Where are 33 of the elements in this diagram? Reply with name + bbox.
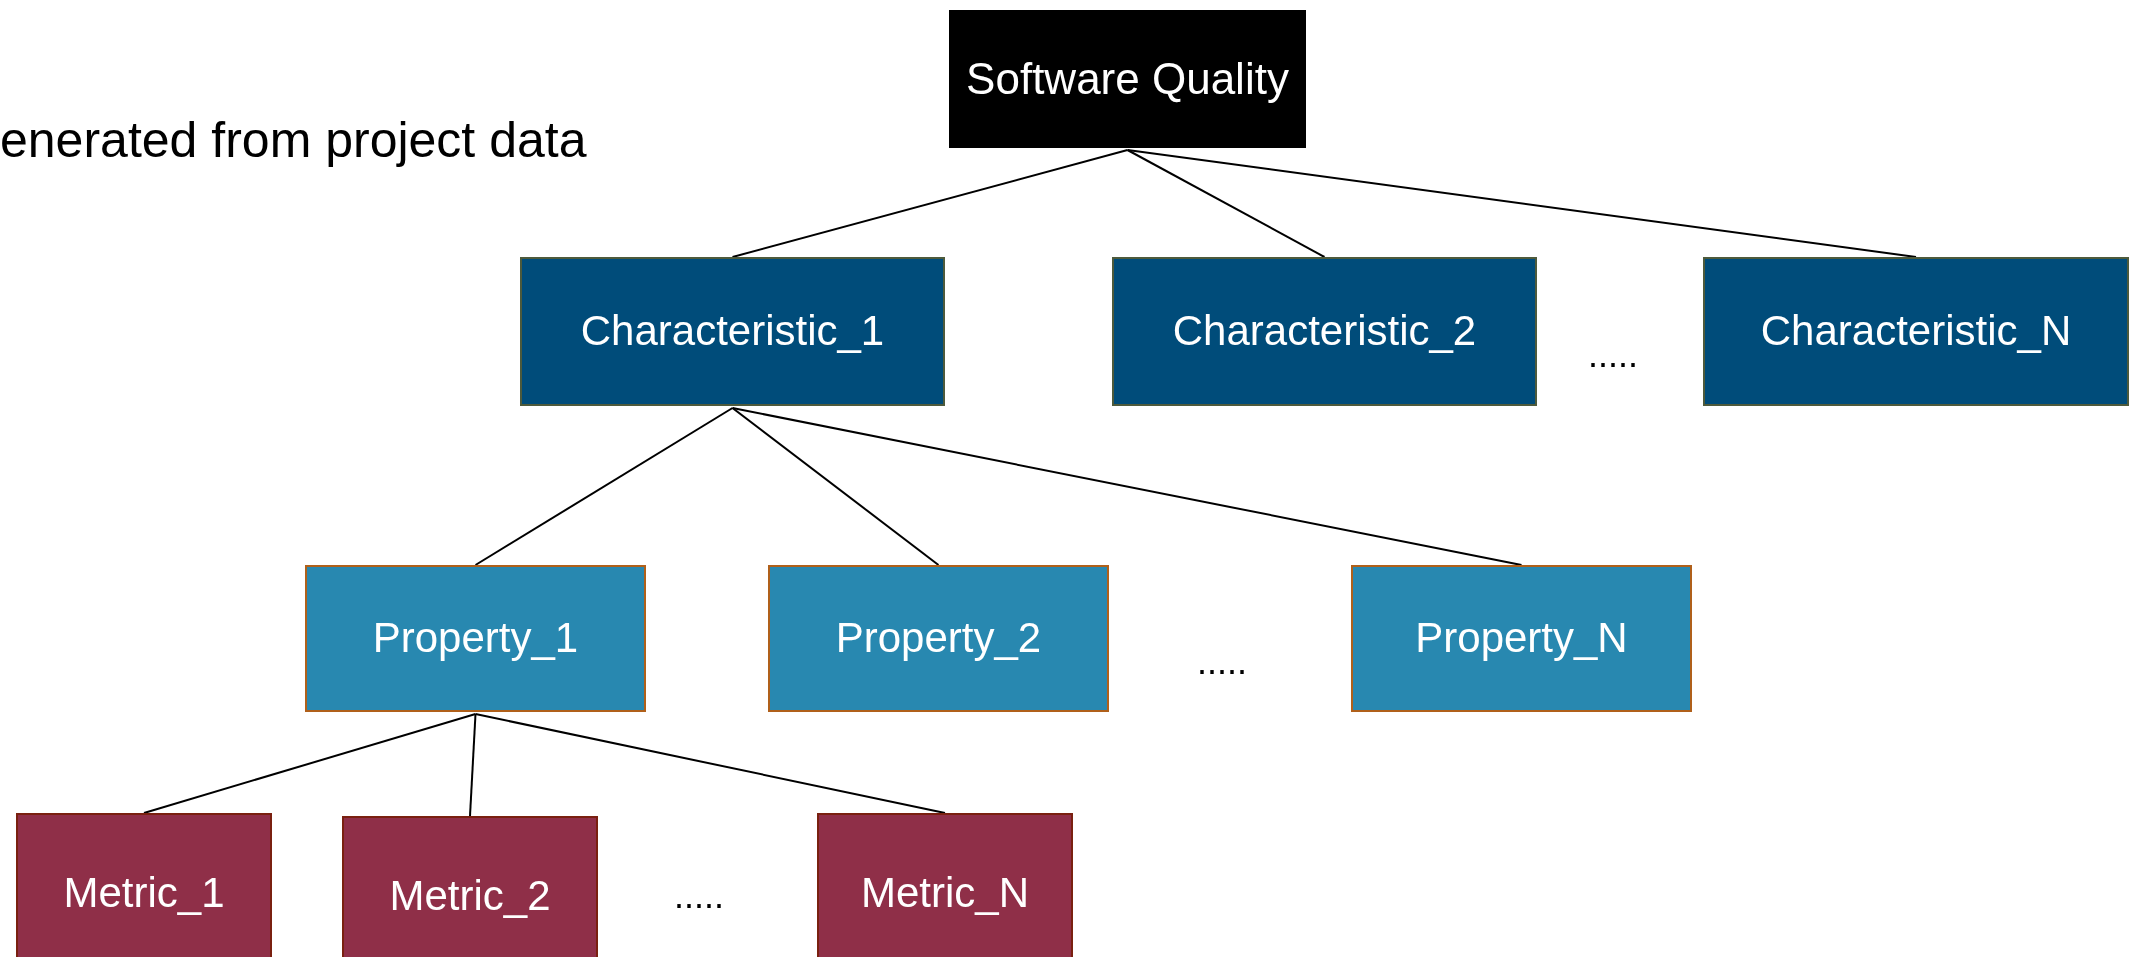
hierarchy-box <box>768 565 1109 712</box>
connector-line <box>731 149 1129 258</box>
connector-line <box>731 407 1523 566</box>
connector-line <box>469 713 477 817</box>
hierarchy-box <box>1351 565 1692 712</box>
box-label: Software Quality <box>966 53 1289 105</box>
box-label: Characteristic_2 <box>1172 307 1477 356</box>
ellipsis: ..... <box>1197 641 1247 683</box>
connector-line <box>1126 149 1917 258</box>
box-label: Characteristic_N <box>1760 307 2072 356</box>
box-label: Property_N <box>1415 614 1628 663</box>
box-label: Metric_1 <box>63 868 225 918</box>
connector-line <box>143 713 477 814</box>
connector-line <box>474 407 734 566</box>
subtitle-text: enerated from project data <box>0 111 587 169</box>
box-label: Characteristic_1 <box>580 307 885 356</box>
box-label: Metric_N <box>861 868 1029 918</box>
hierarchy-box <box>1703 257 2129 406</box>
box-label: Property_2 <box>835 614 1042 663</box>
hierarchy-box <box>305 565 646 712</box>
connector-line <box>731 407 940 566</box>
hierarchy-box <box>1112 257 1537 406</box>
connector-line <box>474 713 946 814</box>
box-label: Metric_2 <box>389 871 551 921</box>
hierarchy-box <box>520 257 945 406</box>
ellipsis: ..... <box>674 875 724 917</box>
ellipsis: ..... <box>1588 334 1638 376</box>
hierarchy-box <box>342 816 598 957</box>
hierarchy-box <box>16 813 272 957</box>
hierarchy-box <box>817 813 1073 957</box>
connector-line <box>1126 149 1326 258</box>
box-label: Property_1 <box>372 614 579 663</box>
hierarchy-box <box>949 10 1306 148</box>
